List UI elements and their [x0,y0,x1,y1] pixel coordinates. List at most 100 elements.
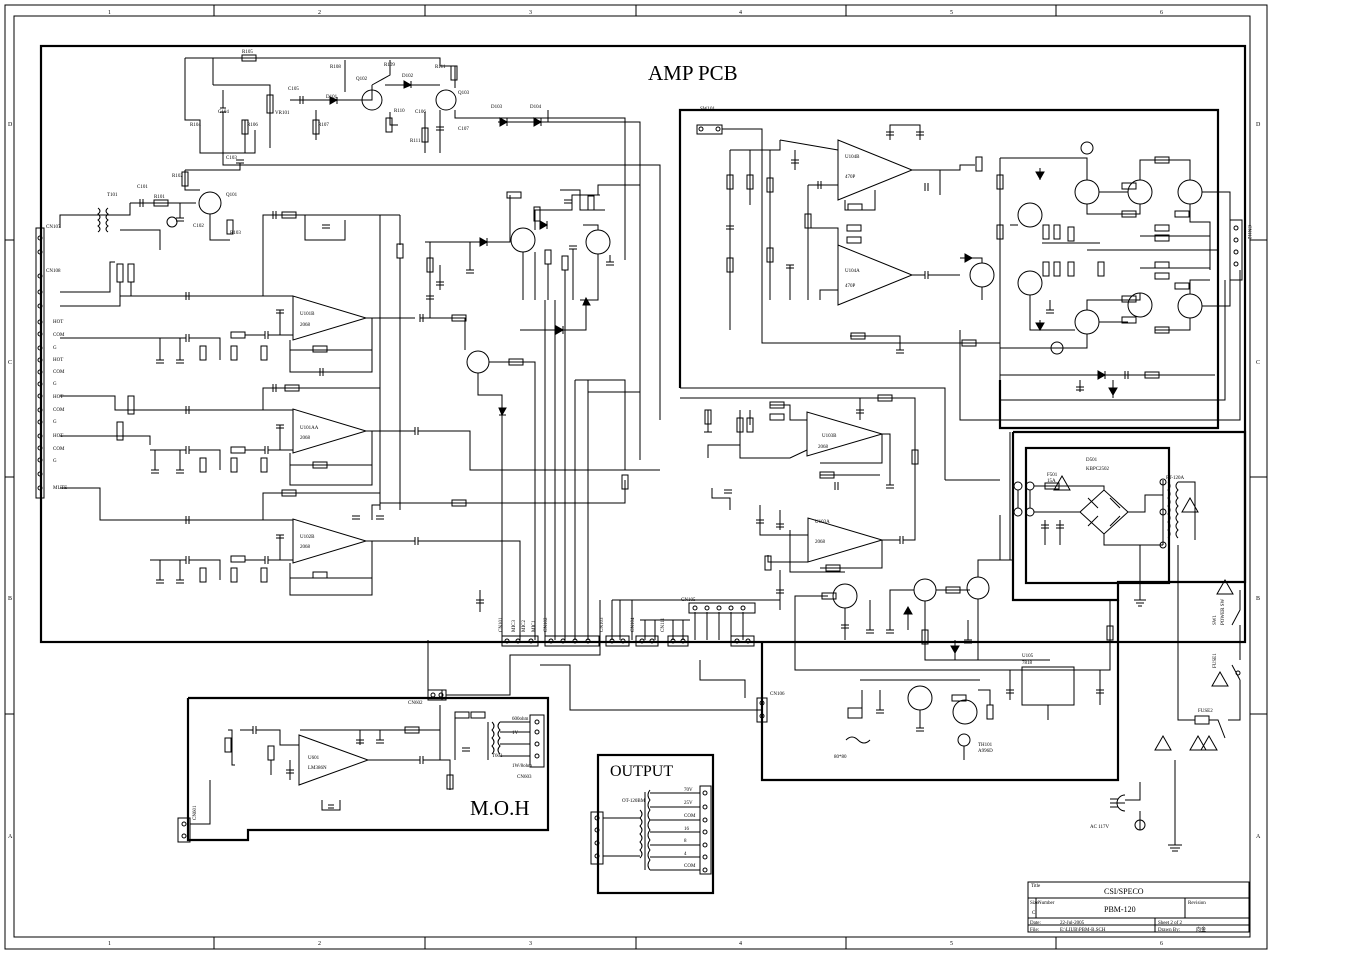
output-tap-com-1: COM [684,814,696,819]
label-r108: R108 [330,65,341,70]
label-cn104: CN104 [631,617,636,632]
label-cn111: CN111 [661,617,666,632]
grid-row-left-C: C [8,360,12,366]
number-label: Number [1038,901,1055,906]
label-r105: R105 [242,50,253,55]
size-label: Size [1030,901,1039,906]
grid-row-right-A: A [1256,834,1261,840]
label-sw101: SW101 [700,107,716,112]
opamp-u101aa [292,408,368,454]
label-mic2: MIC2 [522,620,527,632]
label-4558-b: 470P [845,284,856,289]
opamp-u104a [837,244,914,306]
g-4-label: G [53,459,57,464]
com-2-label: COM [53,370,65,375]
moh-tap-600: 600ohm [512,717,529,722]
opamp-u103b [806,411,884,457]
label-c105: C105 [288,87,299,92]
label-f501: F501 [1047,473,1058,478]
moh-tap-1v: 1V [512,731,519,736]
output-transformer [590,785,712,875]
label-t101: T101 [107,193,118,198]
output-tap-8: 8 [684,839,687,844]
power-labels: SW1 POWER SW FUSE1 FUSE2 AC 117V [1090,598,1226,830]
g-1-label: G [53,346,57,351]
label-fan: 80*80 [834,755,847,760]
label-4558-a: 470P [845,175,856,180]
label-u101aa: U101AA [300,426,319,431]
label-r112: R111 [410,139,421,144]
grid-col-bottom-3: 3 [529,941,532,947]
output-title: OUTPUT [610,763,673,780]
label-fuse1: FUSE1 [1213,653,1218,668]
label-u104b: U104B [845,155,860,160]
label-r111: R111 [435,65,446,70]
label-lm386: LM386N [308,766,327,771]
output-tap-4: 4 [684,852,687,857]
date-value: 22-Jul-2005 [1060,921,1085,926]
hot-3-label: HOT [53,395,63,400]
output-tap-70v: 70V [684,788,693,793]
power-amp-section [696,124,1243,421]
label-r101: R101 [154,195,165,200]
title-block[interactable]: Title CSI/SPECO Size C Number PBM-120 Re… [1027,881,1250,933]
grid-row-left-B: B [8,596,12,602]
component-labels: R105 R108 R109 R111 Q102 Q103 D102 D101 … [107,50,1185,804]
label-r104: R104 [190,123,201,128]
label-2068-a: 2068 [300,323,311,328]
grid-labels: 1 2 3 4 5 6 1 2 3 4 5 6 D C B A D C B A [8,10,1261,947]
com-3-label: COM [53,408,65,413]
grid-col-top-4: 4 [739,10,742,16]
date-label: Date: [1030,921,1041,926]
file-value: E:\LIUB\PBM-B.SCH [1060,928,1106,933]
number-value: PBM-120 [1104,905,1136,914]
label-2068-d: 2068 [818,445,829,450]
output-tap-16: 16 [684,827,690,832]
amp-bottom-connectors [501,300,781,647]
label-u103a: U103A [815,520,830,525]
label-d103: D103 [491,105,503,110]
label-cn106: CN106 [770,692,785,697]
label-r107: R107 [318,123,329,128]
title-label: Title [1031,884,1041,889]
label-r102: R102 [172,174,183,179]
label-2068-c: 2068 [300,545,311,550]
label-q102: Q102 [356,77,368,82]
lm386-amp [298,734,370,786]
label-d104: D104 [530,105,542,110]
output-tap-labels: 70V 25V COM 16 8 4 COM 600ohm 1V 1W/8ohm [512,717,696,869]
label-bridge: KBPC2502 [1086,467,1110,472]
file-label: File: [1030,928,1039,933]
sheet-frame [4,4,1268,950]
label-c104: C104 [218,110,229,115]
label-2068-e: 2068 [815,540,826,545]
label-th101-val: A996D [978,749,993,754]
preamp-channels [60,211,660,640]
label-q103: Q103 [458,91,470,96]
label-d101: D101 [326,95,338,100]
label-mic3: MIC3 [512,620,517,632]
hot-1-label: HOT [53,320,63,325]
label-cn112: CN112 [1246,225,1251,240]
grid-col-bottom-1: 1 [108,941,111,947]
mute-network [419,184,640,640]
label-f501-val: 15A [1047,479,1056,484]
g-2-label: G [53,382,57,387]
cn108-label: CN108 [46,269,61,274]
label-u601: U601 [308,756,320,761]
label-t601: T601 [492,754,503,759]
label-2068-b: 2068 [300,436,311,441]
label-cn102: CN102 [544,617,549,632]
label-d501: D501 [1086,458,1098,463]
drawn-value: 向金 [1196,926,1206,933]
opamp-u102b [292,518,368,564]
hot-2-label: HOT [53,358,63,363]
label-power-sw: POWER SW [1221,598,1226,625]
com-4-label: COM [53,447,65,452]
opamp-u104b [837,139,914,201]
grid-row-right-C: C [1256,360,1260,366]
label-r103: R103 [230,231,241,236]
label-u105: U105 [1022,654,1034,659]
label-c101: C101 [137,185,148,190]
